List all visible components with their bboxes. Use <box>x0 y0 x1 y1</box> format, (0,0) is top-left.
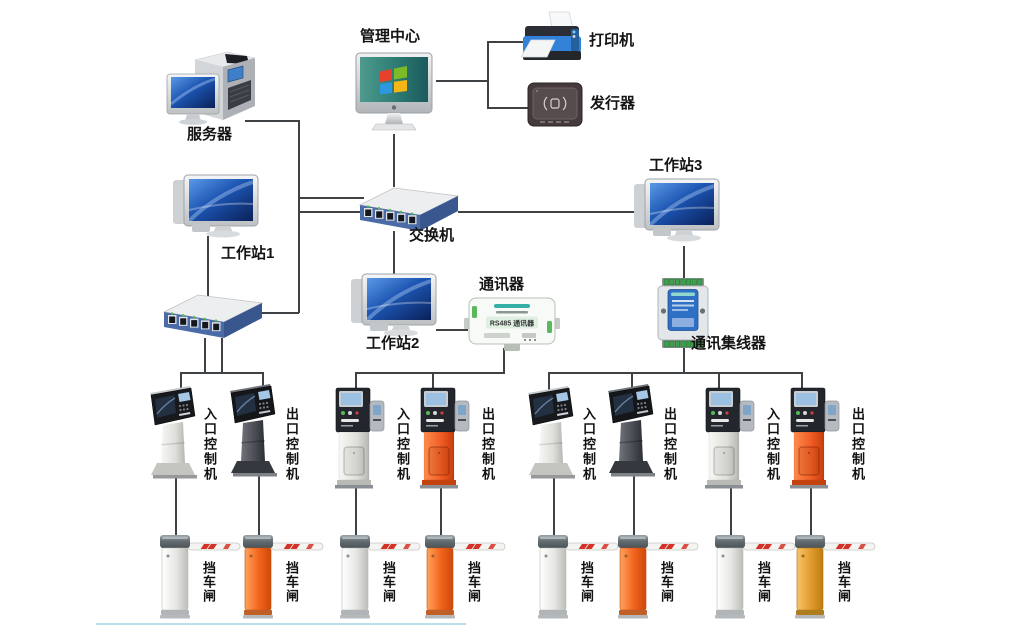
connector-line <box>393 231 395 277</box>
connector-line <box>432 372 434 392</box>
connector-line <box>180 372 182 392</box>
workstation2-label: 工作站2 <box>366 335 420 352</box>
connector-line <box>683 246 685 281</box>
connector-line <box>631 372 633 392</box>
exit-controller-2-label: 出口控制机 <box>480 407 495 482</box>
comm-hub-label: 通讯集线器 <box>691 335 767 352</box>
communicator-device-text: RS485 通讯器 <box>490 319 535 328</box>
communicator-icon: RS485 通讯器 <box>464 295 560 353</box>
workstation2-icon <box>350 273 442 337</box>
connector-line <box>548 372 550 392</box>
connector-line <box>718 372 720 392</box>
barrier-gate-4 <box>423 534 523 622</box>
entry-controller-3 <box>525 384 581 484</box>
barrier-gate-6-label: 挡车闸 <box>659 561 674 603</box>
connector-line <box>487 107 529 109</box>
secondary-switch-icon <box>160 290 266 342</box>
connector-line <box>245 120 299 122</box>
connector-line <box>204 338 206 374</box>
entry-controller-1 <box>147 384 203 484</box>
barrier-gate-3 <box>338 534 438 622</box>
exit-controller-3-label: 出口控制机 <box>662 407 677 482</box>
connector-line <box>801 372 803 392</box>
workstation3-icon <box>633 178 725 242</box>
server-icon <box>165 48 270 136</box>
connector-line <box>553 476 555 546</box>
server-label: 服务器 <box>187 126 233 143</box>
connector-line <box>683 345 685 374</box>
printer-label: 打印机 <box>589 32 635 49</box>
barrier-gate-3-label: 挡车闸 <box>381 561 396 603</box>
connector-line <box>548 372 803 374</box>
barrier-gate-1 <box>158 534 258 622</box>
barrier-gate-5-label: 挡车闸 <box>579 561 594 603</box>
exit-controller-4-label: 出口控制机 <box>850 407 865 482</box>
connector-line <box>355 476 357 546</box>
connector-line <box>298 211 364 213</box>
barrier-gate-4-label: 挡车闸 <box>466 561 481 603</box>
entry-controller-4 <box>700 385 760 491</box>
barrier-gate-2 <box>241 534 341 622</box>
exit-controller-1 <box>227 382 283 482</box>
connector-line <box>810 476 812 546</box>
card-issuer-label: 发行器 <box>590 95 636 112</box>
bottom-edge-line <box>96 623 466 625</box>
exit-controller-1-label: 出口控制机 <box>284 407 299 482</box>
connector-line <box>258 476 260 546</box>
connector-line <box>262 372 264 392</box>
barrier-gate-1-label: 挡车闸 <box>201 561 216 603</box>
connector-line <box>436 329 468 331</box>
connector-line <box>221 338 223 374</box>
comm-hub-icon <box>652 277 714 349</box>
card-issuer-icon <box>526 81 584 129</box>
exit-controller-2 <box>415 385 475 491</box>
connector-line <box>487 41 527 43</box>
connector-line <box>436 80 488 82</box>
main-switch-label: 交换机 <box>409 227 455 244</box>
connector-line <box>730 476 732 546</box>
entry-controller-2 <box>330 385 390 491</box>
connector-line <box>393 134 395 187</box>
connector-line <box>355 372 357 392</box>
barrier-gate-7 <box>713 534 813 622</box>
entry-controller-1-label: 入口控制机 <box>202 407 217 482</box>
management-center-icon <box>350 52 438 134</box>
connector-line <box>175 476 177 546</box>
printer-icon <box>519 11 585 69</box>
barrier-gate-8-label: 挡车闸 <box>836 561 851 603</box>
exit-controller-3 <box>605 382 661 482</box>
main-switch-icon <box>356 183 462 235</box>
connector-line <box>503 348 505 374</box>
connector-line <box>440 476 442 546</box>
connector-line <box>207 236 209 298</box>
entry-controller-3-label: 入口控制机 <box>581 407 596 482</box>
workstation1-icon <box>172 174 264 238</box>
exit-controller-4 <box>785 385 845 491</box>
connector-line <box>355 372 504 374</box>
connector-line <box>298 197 364 199</box>
workstation1-label: 工作站1 <box>221 245 275 262</box>
connector-line <box>298 120 300 313</box>
communicator-label: 通讯器 <box>479 276 525 293</box>
management-center-label: 管理中心 <box>360 28 421 45</box>
barrier-gate-5 <box>536 534 636 622</box>
connector-line <box>458 211 638 213</box>
entry-controller-4-label: 入口控制机 <box>765 407 780 482</box>
barrier-gate-2-label: 挡车闸 <box>284 561 299 603</box>
barrier-gate-7-label: 挡车闸 <box>756 561 771 603</box>
connector-line <box>487 41 489 108</box>
entry-controller-2-label: 入口控制机 <box>395 407 410 482</box>
connector-line <box>248 312 299 314</box>
barrier-gate-8 <box>793 534 893 622</box>
barrier-gate-6 <box>616 534 716 622</box>
connector-line <box>633 476 635 546</box>
workstation3-label: 工作站3 <box>649 157 703 174</box>
